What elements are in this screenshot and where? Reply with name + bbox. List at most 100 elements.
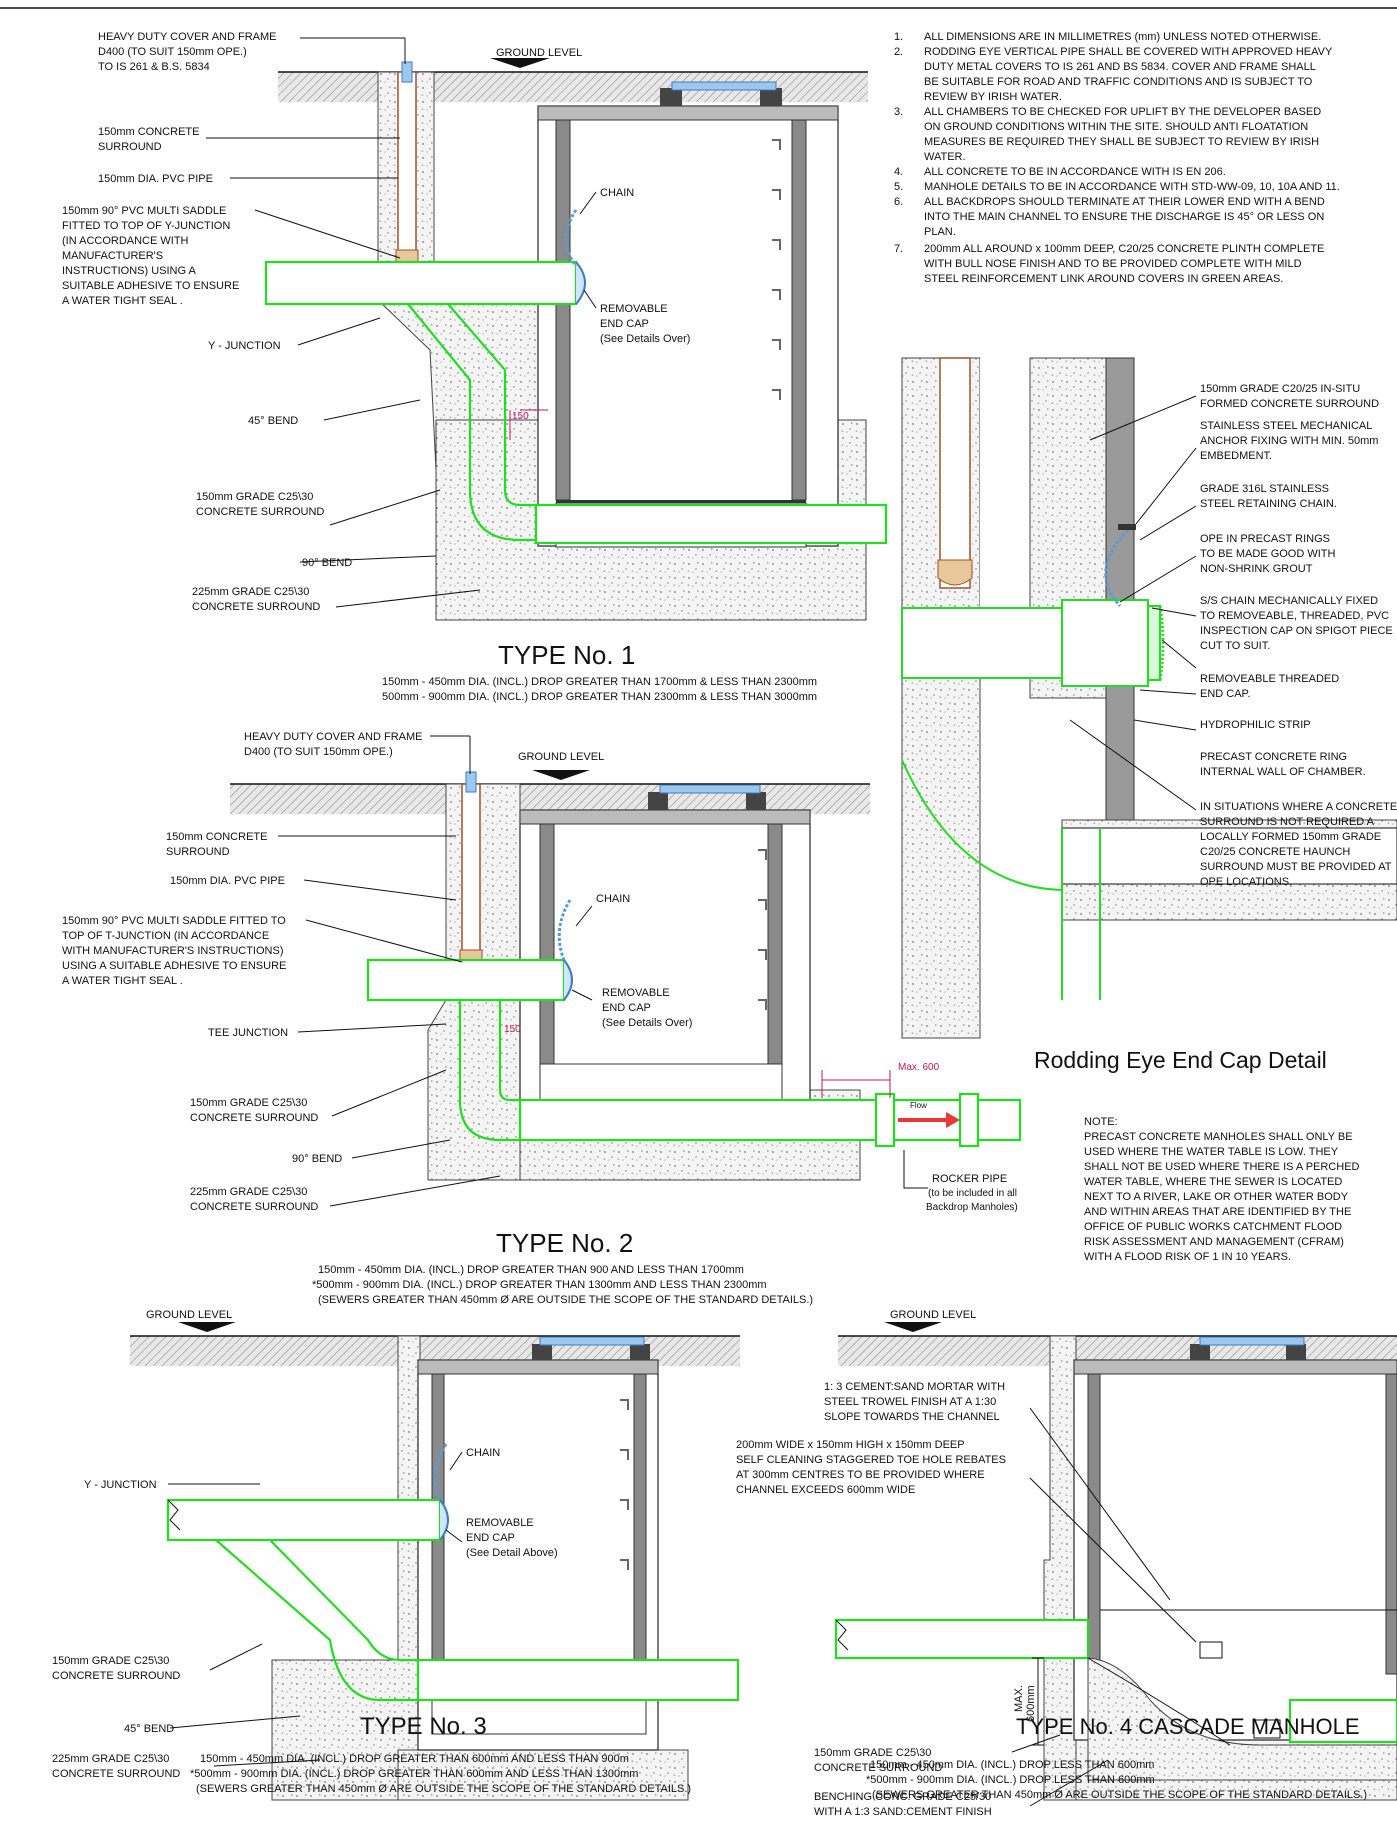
- rodding-label-8a: PRECAST CONCRETE RING: [1200, 751, 1347, 763]
- type1-saddle-label-3: (IN ACCORDANCE WITH: [62, 235, 189, 247]
- type1-diagram: [206, 37, 888, 621]
- type2-tee-label: TEE JUNCTION: [208, 1027, 288, 1039]
- note-2-line-3: BE SUITABLE FOR ROAD AND TRAFFIC CONDITI…: [924, 76, 1313, 88]
- type2-cover-label-1: HEAVY DUTY COVER AND FRAME: [244, 731, 422, 743]
- note-7-line-1: 200mm ALL AROUND x 100mm DEEP, C20/25 CO…: [924, 243, 1324, 255]
- type3-grade150-label-1: 150mm GRADE C25\30: [52, 1655, 169, 1667]
- type3-bend45-label: 45° BEND: [124, 1723, 174, 1735]
- rodding-label-1a: 150mm GRADE C20/25 IN-SITU: [1200, 383, 1360, 395]
- rodding-label-2c: EMBEDMENT.: [1200, 450, 1272, 462]
- type2-bend90-label: 90° BEND: [292, 1153, 342, 1165]
- note-3-line-2: ON GROUND CONDITIONS WITHIN THE SITE. SH…: [924, 121, 1308, 133]
- note-num-2: 2.: [894, 46, 903, 58]
- note-2-line-2: DUTY METAL COVERS TO IS 261 AND BS 5834.…: [924, 61, 1316, 73]
- rodding-label-3b: STEEL RETAINING CHAIN.: [1200, 498, 1337, 510]
- note-7-line-3: STEEL REINFORCEMENT LINK AROUND COVERS I…: [924, 273, 1283, 285]
- type2-cover-label-2: D400 (TO SUIT 150mm OPE.): [244, 746, 393, 758]
- rodding-label-5b: TO REMOVEABLE, THREADED, PVC: [1200, 610, 1389, 622]
- type4-sub-3: (SEWERS GREATER THAN 450mm Ø ARE OUTSIDE…: [872, 1789, 1367, 1801]
- rodding-label-9e: SURROUND MUST BE PROVIDED AT: [1200, 861, 1392, 873]
- rodding-label-9f: OPE LOCATIONS.: [1200, 876, 1292, 888]
- type2-rocker-label-3: Backdrop Manholes): [926, 1202, 1018, 1213]
- type4-toehole-label-2: SELF CLEANING STAGGERED TOE HOLE REBATES: [736, 1454, 1006, 1466]
- type2-ground-level: GROUND LEVEL: [518, 751, 604, 763]
- type4-sub-2: *500mm - 900mm DIA. (INCL.) DROP LESS TH…: [866, 1774, 1155, 1786]
- type4-toehole-label-1: 200mm WIDE x 150mm HIGH x 150mm DEEP: [736, 1439, 965, 1451]
- note-num-1: 1.: [894, 31, 903, 43]
- note-3-line-1: ALL CHAMBERS TO BE CHECKED FOR UPLIFT BY…: [924, 106, 1321, 118]
- rodding-label-9a: IN SITUATIONS WHERE A CONCRETE: [1200, 801, 1397, 813]
- note-3-line-4: WATER.: [924, 151, 966, 163]
- type4-sub-1: 150mm - 450mm DIA. (INCL.) DROP LESS THA…: [870, 1759, 1154, 1771]
- note-6-line-3: PLAN.: [924, 226, 956, 238]
- type4-ground-level: GROUND LEVEL: [890, 1309, 976, 1321]
- type1-chain-label: CHAIN: [600, 187, 634, 199]
- type2-grade225-label-2: CONCRETE SURROUND: [190, 1201, 318, 1213]
- type3-endcap-label-3: (See Detail Above): [466, 1547, 558, 1559]
- precast-note-line-2: USED WHERE THE WATER TABLE IS LOW. THEY: [1084, 1146, 1339, 1158]
- rodding-label-6a: REMOVEABLE THREADED: [1200, 673, 1339, 685]
- type2-saddle-label-4: USING A SUITABLE ADHESIVE TO ENSURE: [62, 960, 286, 972]
- type1-sub-1: 150mm - 450mm DIA. (INCL.) DROP GREATER …: [382, 676, 817, 688]
- type1-saddle-label-5: INSTRUCTIONS) USING A: [62, 265, 197, 277]
- type1-saddle-label-1: 150mm 90° PVC MULTI SADDLE: [62, 205, 226, 217]
- note-2-line-4: REVIEW BY IRISH WATER.: [924, 91, 1062, 103]
- precast-note-line-8: RISK ASSESSMENT AND MANAGEMENT (CFRAM): [1084, 1236, 1344, 1248]
- type2-chain-label: CHAIN: [596, 893, 630, 905]
- note-num-7: 7.: [894, 243, 903, 255]
- rodding-label-9c: LOCALLY FORMED 150mm GRADE: [1200, 831, 1381, 843]
- rodding-label-4b: TO BE MADE GOOD WITH: [1200, 548, 1336, 560]
- rodding-label-5d: CUT TO SUIT.: [1200, 640, 1270, 652]
- type2-sub-1: 150mm - 450mm DIA. (INCL.) DROP GREATER …: [318, 1264, 744, 1276]
- note-num-5: 5.: [894, 181, 903, 193]
- type4-mortar-label-2: STEEL TROWEL FINISH AT A 1:30: [824, 1396, 996, 1408]
- note-7-line-2: WITH BULL NOSE FINISH AND TO BE PROVIDED…: [924, 258, 1302, 270]
- note-num-6: 6.: [894, 196, 903, 208]
- type2-surround-label-2: SURROUND: [166, 846, 230, 858]
- type1-endcap-label-3: (See Details Over): [600, 333, 690, 345]
- type2-diagram: [230, 735, 1022, 1207]
- rodding-label-5a: S/S CHAIN MECHANICALLY FIXED: [1200, 595, 1378, 607]
- type1-cover-label-2: D400 (TO SUIT 150mm OPE.): [98, 46, 247, 58]
- precast-note-heading: NOTE:: [1084, 1116, 1118, 1128]
- rodding-label-4a: OPE IN PRECAST RINGS: [1200, 533, 1330, 545]
- type3-grade225-label-1: 225mm GRADE C25\30: [52, 1753, 169, 1765]
- precast-note-line-7: OFFICE OF PUBLIC WORKS CATCHMENT FLOOD: [1084, 1221, 1342, 1233]
- type2-grade150-label-2: CONCRETE SURROUND: [190, 1112, 318, 1124]
- rodding-diagram: [901, 357, 1397, 1039]
- type1-title: TYPE No. 1: [498, 640, 635, 670]
- type2-sub-3: (SEWERS GREATER THAN 450mm Ø ARE OUTSIDE…: [318, 1294, 813, 1306]
- precast-note-line-3: SHALL NOT BE USED WHERE THERE IS A PERCH…: [1084, 1161, 1360, 1173]
- precast-note: NOTE: PRECAST CONCRETE MANHOLES SHALL ON…: [1084, 1116, 1360, 1263]
- precast-note-line-6: AND WITHIN AREAS THAT ARE IDENTIFIED BY …: [1084, 1206, 1351, 1218]
- type4-max-label: MAX.: [1013, 1685, 1025, 1712]
- type2-saddle-label-2: TOP OF T-JUNCTION (IN ACCORDANCE: [62, 930, 269, 942]
- type2-flow-label: Flow: [910, 1101, 927, 1110]
- type2-sub-2: *500mm - 900mm DIA. (INCL.) DROP GREATER…: [312, 1279, 767, 1291]
- type3-chain-label: CHAIN: [466, 1447, 500, 1459]
- type2-grade225-label-1: 225mm GRADE C25\30: [190, 1186, 307, 1198]
- type4-title: TYPE No. 4 CASCADE MANHOLE: [1016, 1714, 1360, 1739]
- rodding-label-3a: GRADE 316L STAINLESS: [1200, 483, 1329, 495]
- type3-sub-2: *500mm - 900mm DIA. (INCL.) DROP GREATER…: [190, 1768, 638, 1780]
- type1-bend45-label: 45° BEND: [248, 415, 298, 427]
- type1-saddle-label-2: FITTED TO TOP OF Y-JUNCTION: [62, 220, 230, 232]
- type4-bench-label-2: WITH A 1:3 SAND:CEMENT FINISH: [814, 1806, 992, 1818]
- type2-max600: Max. 600: [898, 1062, 940, 1073]
- type1-grade225-label-2: CONCRETE SURROUND: [192, 601, 320, 613]
- type1-saddle-label-7: A WATER TIGHT SEAL .: [62, 295, 183, 307]
- type1-cover-label-3: TO IS 261 & B.S. 5834: [98, 61, 210, 73]
- type4-mortar-label-1: 1: 3 CEMENT:SAND MORTAR WITH: [824, 1381, 1005, 1393]
- type2-surround-label-1: 150mm CONCRETE: [166, 831, 267, 843]
- type1-ground-level: GROUND LEVEL: [496, 47, 582, 59]
- type1-dim-150: 150: [512, 411, 529, 422]
- type3-ground-level: GROUND LEVEL: [146, 1309, 232, 1321]
- rodding-label-5c: INSPECTION CAP ON SPIGOT PIECE: [1200, 625, 1393, 637]
- type2-endcap-label-1: REMOVABLE: [602, 987, 670, 999]
- type3-grade225-label-2: CONCRETE SURROUND: [52, 1768, 180, 1780]
- type2-title: TYPE No. 2: [496, 1228, 633, 1258]
- note-1-line-1: ALL DIMENSIONS ARE IN MILLIMETRES (mm) U…: [924, 31, 1321, 43]
- type3-grade150-label-2: CONCRETE SURROUND: [52, 1670, 180, 1682]
- type2-endcap-label-2: END CAP: [602, 1002, 651, 1014]
- note-2-line-1: RODDING EYE VERTICAL PIPE SHALL BE COVER…: [924, 46, 1333, 58]
